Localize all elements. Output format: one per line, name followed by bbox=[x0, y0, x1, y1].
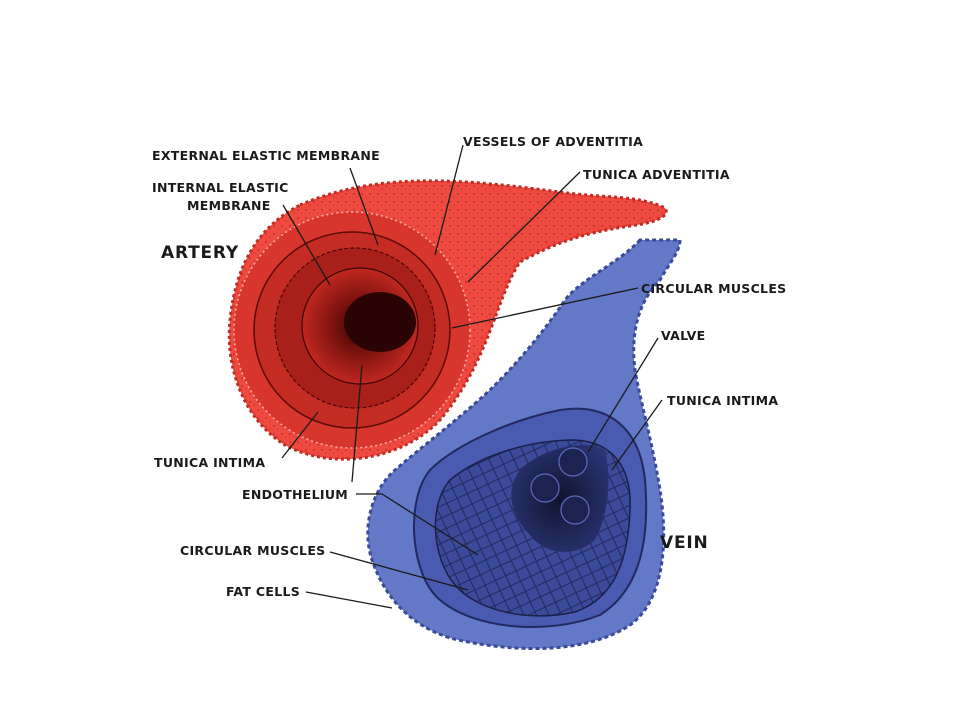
leader-vessels-of-adventitia bbox=[434, 144, 464, 256]
leader-tunica-intima-vein bbox=[611, 399, 663, 471]
label-internal-elastic-membrane-line2: MEMBRANE bbox=[187, 198, 271, 213]
leader-fat-cells bbox=[305, 591, 393, 609]
leader-lines bbox=[281, 144, 663, 609]
leader-endothelium-up bbox=[351, 364, 363, 483]
label-fat-cells: FAT CELLS bbox=[226, 584, 300, 599]
artery-lumen bbox=[344, 292, 416, 352]
vein-valve bbox=[530, 447, 590, 525]
leader-tunica-intima-artery bbox=[281, 411, 319, 459]
leader-internal-elastic-membrane bbox=[282, 204, 331, 286]
leader-external-elastic-membrane bbox=[349, 167, 379, 246]
leader-circular-muscles-artery bbox=[451, 287, 639, 329]
label-vein: VEIN bbox=[660, 533, 709, 553]
label-tunica-intima-vein: TUNICA INTIMA bbox=[667, 393, 778, 408]
diagram-labels: EXTERNAL ELASTIC MEMBRANE INTERNAL ELAST… bbox=[152, 134, 786, 599]
label-external-elastic-membrane: EXTERNAL ELASTIC MEMBRANE bbox=[152, 148, 380, 163]
leader-circular-muscles-vein bbox=[329, 551, 469, 591]
artery-illustration bbox=[227, 179, 668, 461]
label-artery: ARTERY bbox=[161, 243, 239, 263]
label-tunica-intima-artery: TUNICA INTIMA bbox=[154, 455, 265, 470]
vein-illustration bbox=[366, 238, 682, 651]
label-internal-elastic-membrane-line1: INTERNAL ELASTIC bbox=[152, 180, 289, 195]
leader-valve bbox=[587, 337, 659, 453]
vein-lumen bbox=[511, 445, 609, 552]
label-vessels-of-adventitia: VESSELS OF ADVENTITIA bbox=[463, 134, 643, 149]
label-endothelium: ENDOTHELIUM bbox=[242, 487, 348, 502]
leader-endothelium bbox=[356, 493, 479, 556]
label-circular-muscles-vein: CIRCULAR MUSCLES bbox=[180, 543, 325, 558]
label-valve: VALVE bbox=[661, 328, 705, 343]
label-circular-muscles-artery: CIRCULAR MUSCLES bbox=[641, 281, 786, 296]
leader-tunica-adventitia bbox=[467, 171, 581, 283]
label-tunica-adventitia: TUNICA ADVENTITIA bbox=[583, 167, 730, 182]
